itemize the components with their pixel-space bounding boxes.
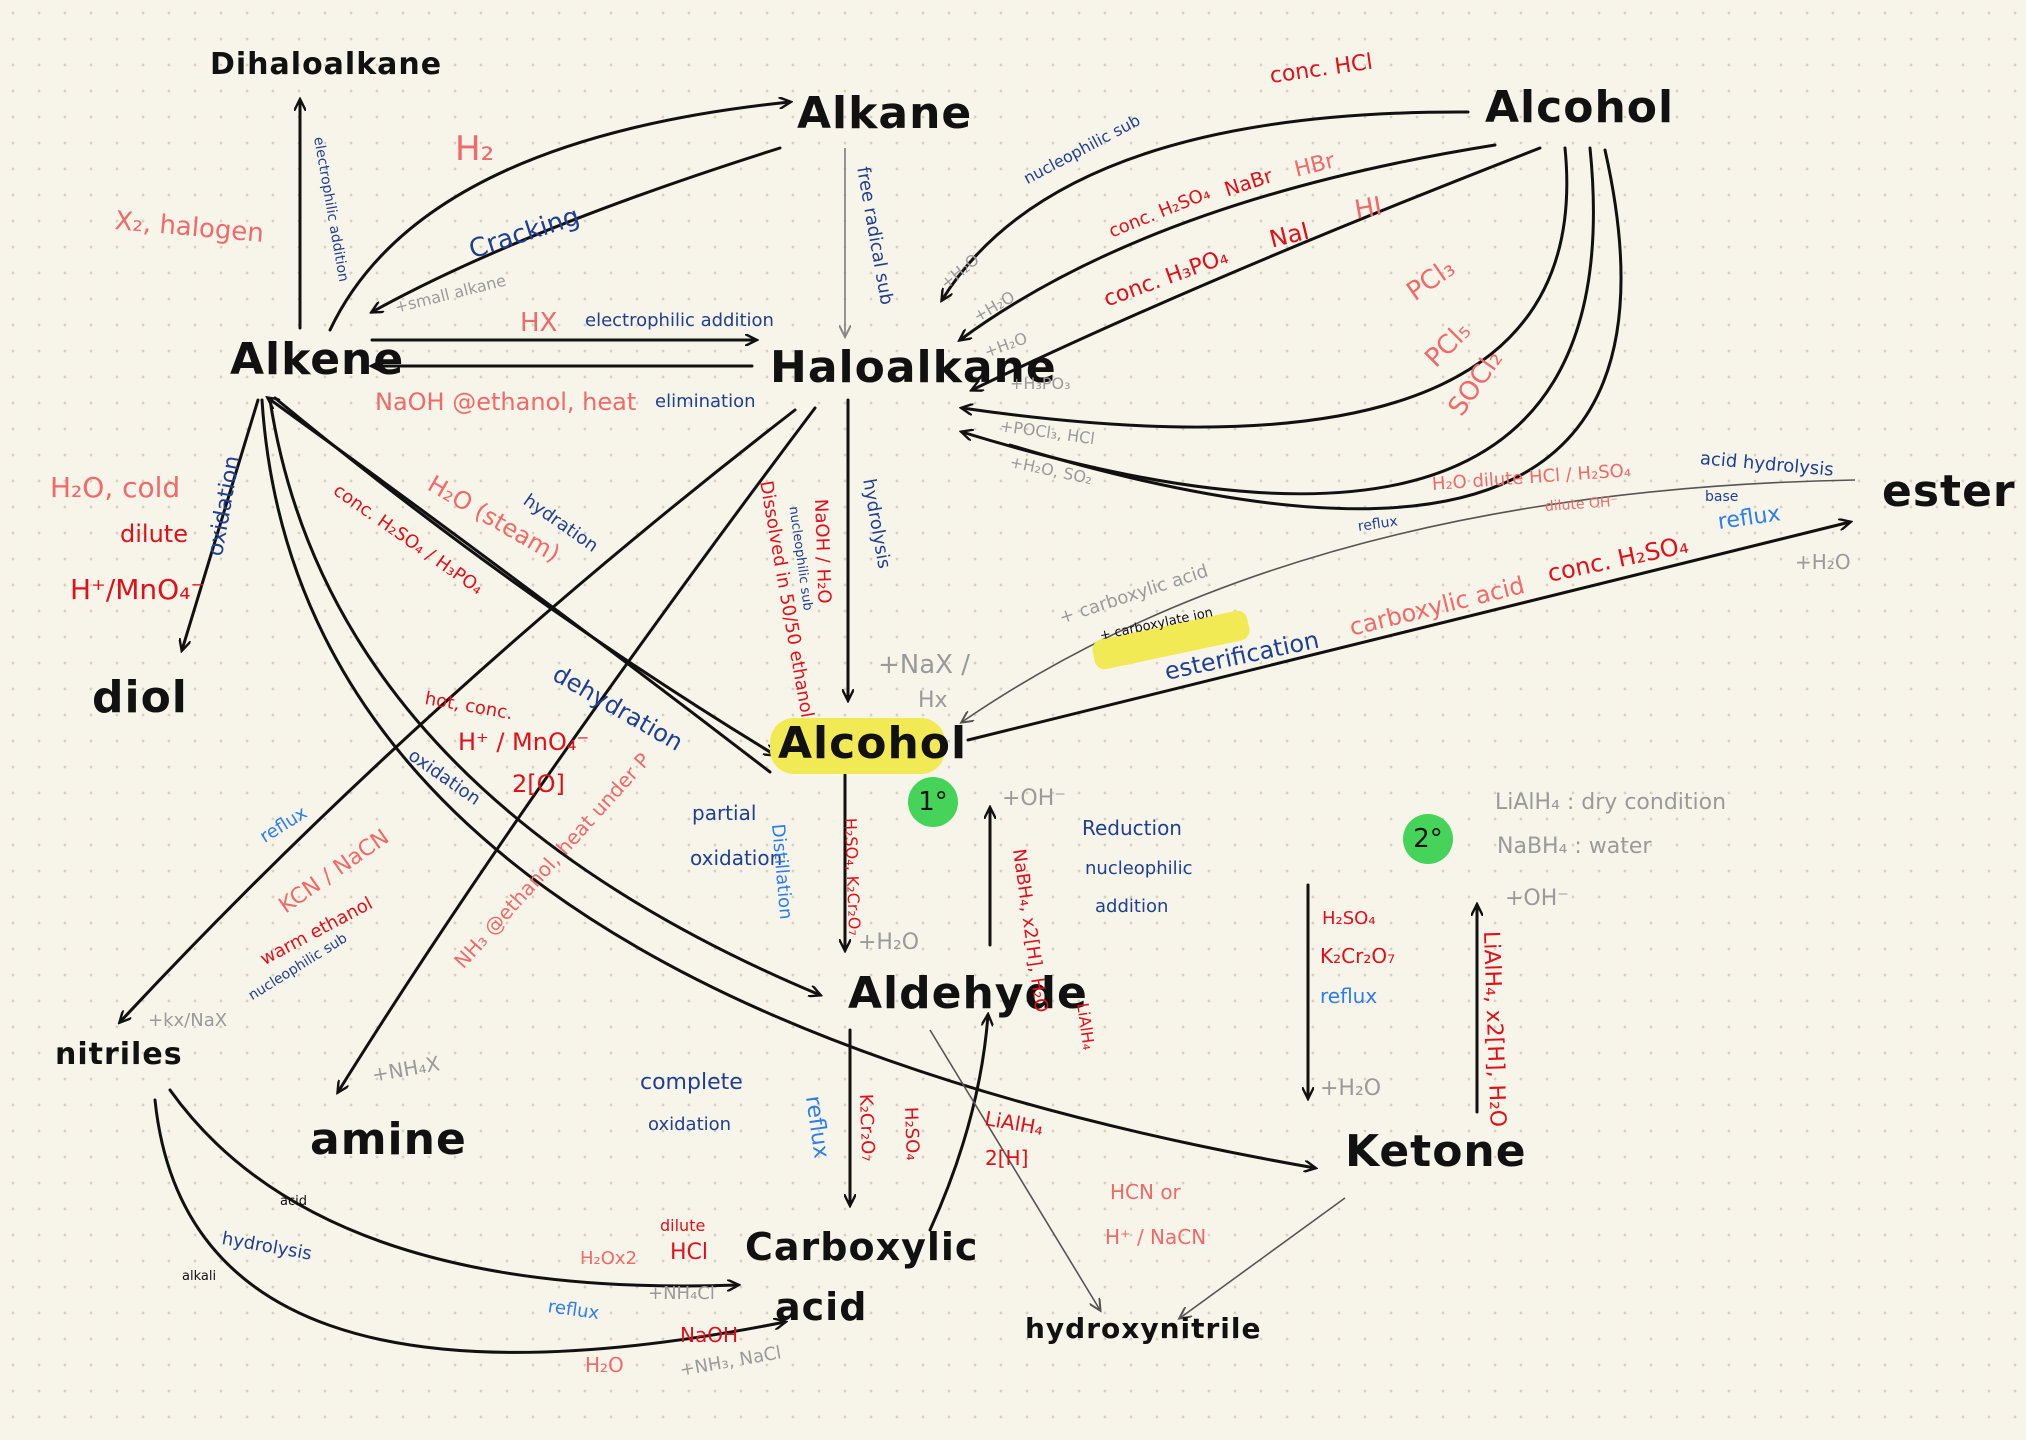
label-plus-nh4cl: +NH₄Cl [648,1283,715,1304]
label-h2so4-carboxylic: H₂SO₄ [900,1106,923,1161]
arrow-nitriles-carboxylic-alkali [153,1098,785,1354]
label-reflux-ketone: reflux [1320,984,1378,1008]
node-hydroxynitrile: hydroxynitrile [1025,1312,1262,1345]
arrow-carboxylic-aldehyde [928,1015,988,1232]
secondary-badge-text: 2° [1413,824,1443,854]
label-plus-h3po3: +H₃PO₃ [1010,374,1071,393]
label-hx: HX [520,308,558,338]
node-ketone: Ketone [1345,1126,1527,1177]
label-h-mno4-2: H⁺ / MnO₄⁻ [458,728,590,756]
label-nabh4-water: NaBH₄ : water [1497,834,1652,859]
arrow-haloalkane-amine [338,406,817,1092]
alcohol-highlight [770,718,945,774]
label-2h: 2[H] [985,1146,1029,1170]
label-electrophilic-addition-horizontal: electrophilic addition [585,310,774,331]
arrow-alcohol-haloalkane-4 [962,146,1569,429]
label-plus-h2o-aldehyde: +H₂O [858,930,920,955]
arrow-alkene-ketone [260,398,1315,1168]
node-diol: diol [92,672,188,723]
node-dihaloalkane: Dihaloalkane [210,47,443,82]
label-h-nacn: H⁺ / NaCN [1105,1225,1207,1249]
label-oxidation-partial: oxidation [690,846,783,870]
arrow-ketone-hydroxynitrile [1180,1197,1346,1318]
label-plus-oh-aldehyde: +OH⁻ [1002,786,1066,811]
label-k2cr2o7-ketone: K₂Cr₂O₇ [1320,944,1396,968]
label-hcn-or: HCN or [1110,1180,1181,1204]
label-reduction: Reduction [1082,816,1182,840]
label-h2so4-k2cr2o7: H₂SO₄, K₂Cr₂O₇ [841,817,865,937]
arrow-nitriles-carboxylic-acid [168,1088,738,1286]
label-naoh-ethanol-heat: NaOH @ethanol, heat [375,388,637,416]
node-carboxylic-acid-line1: Carboxylic [745,1225,979,1269]
node-alkene: Alkene [230,334,405,385]
label-h2: H₂ [455,129,495,169]
secondary-badge: 2° [1403,814,1453,864]
label-base: base [1705,489,1739,505]
label-dilute: dilute [120,520,188,548]
label-oxidation-complete: oxidation [648,1114,732,1135]
node-amine: amine [310,1114,467,1165]
node-alcohol-top: Alcohol [1485,82,1675,133]
label-h2o-cold: H₂O, cold [50,471,181,504]
arrow-ester-alcohol [962,479,1856,722]
arrow-alkene-aldehyde [268,398,820,995]
arrow-alcohol-haloalkane-1 [942,110,1470,300]
primary-badge-text: 1° [918,787,948,817]
label-naoh-bottom: NaOH [680,1323,738,1347]
label-h2ox2: H₂Ox2 [580,1248,638,1269]
label-plus-nax: +NaX / [878,650,971,680]
node-alcohol-center: Alcohol [778,718,968,769]
node-nitriles: nitriles [55,1037,183,1072]
arrow-alcohol-haloalkane-5 [962,146,1595,496]
label-k2cr2o7-carboxylic: K₂Cr₂O₇ [855,1093,879,1162]
node-carboxylic-acid-line2: acid [775,1285,868,1329]
arrow-aldehyde-hydroxynitrile [929,1029,1100,1310]
label-partial: partial [692,801,757,825]
arrow-alkane-alkene-cracking [372,146,782,312]
label-acid-small: acid [280,1194,307,1209]
node-alkane: Alkane [797,88,973,139]
label-h-mno4: H⁺/MnO₄⁻ [70,573,206,606]
label-plus-h2o-ketone: +H₂O [1320,1076,1382,1101]
label-plus-h2o-ester: +H₂O [1795,550,1851,574]
label-h2o-bottom: H₂O [585,1353,624,1377]
arrow-alkene-alkane [328,102,790,332]
arrow-haloalkane-nitriles [120,408,797,1022]
label-plus-kx-nax: +kx/NaX [148,1010,228,1031]
label-complete: complete [640,1070,743,1095]
label-lialh4-dry: LiAlH₄ : dry condition [1495,790,1727,815]
arrow-alcohol-ester [966,522,1850,742]
label-elimination: elimination [655,391,756,412]
label-2o: 2[O] [512,770,565,798]
label-h2so4-ketone: H₂SO₄ [1322,908,1376,929]
node-ester: ester [1882,466,2016,517]
node-aldehyde: Aldehyde [848,968,1088,1019]
arrow-alcohol-haloalkane-2 [960,143,1497,340]
arrow-alcohol-alkene [268,398,772,774]
label-lialh4-ketone: LiAlH₄, x2[H], H₂O [1478,930,1510,1128]
label-plus-oh-ketone: +OH⁻ [1505,886,1569,911]
label-naoh-h2o: NaOH / H₂O [810,498,835,604]
arrow-alcohol-big-curve [1008,148,1623,511]
arrow-alcohol-haloalkane-3 [972,146,1542,390]
label-hi: HI [1352,191,1385,226]
primary-badge: 1° [908,777,958,827]
label-addition: addition [1095,896,1169,917]
arrow-alkene-diol [182,398,260,650]
arrow-alkene-alcohol [273,396,775,755]
label-dilute-small: dilute [660,1216,706,1235]
label-hx-small: Hx [918,688,948,713]
label-hcl-small: HCl [670,1240,709,1265]
node-haloalkane: Haloalkane [770,342,1057,393]
label-nucleophilic: nucleophilic [1085,858,1193,879]
label-alkali: alkali [182,1269,217,1284]
